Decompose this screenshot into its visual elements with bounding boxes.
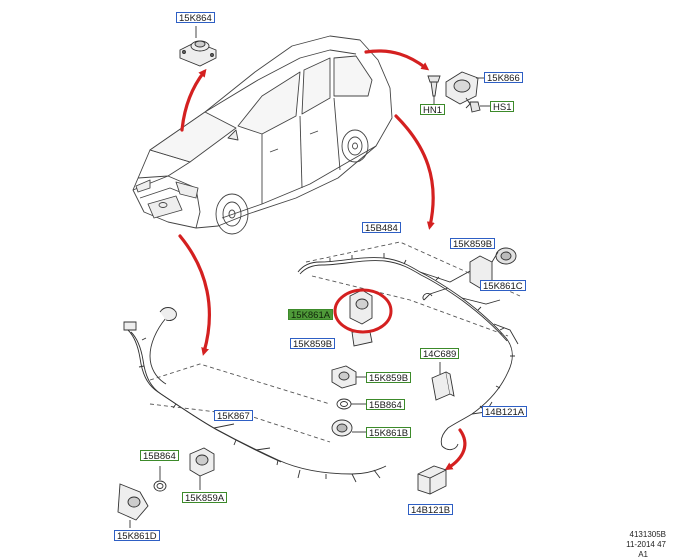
part-14c689-icon [431,362,455,401]
label-15b484[interactable]: 15B484 [362,222,401,234]
label-14c689[interactable]: 14C689 [420,348,460,360]
part-15b864-center-icon [336,398,366,410]
part-15k861b-icon [331,419,366,437]
label-15k859a[interactable]: 15K859A [182,492,228,504]
arrow-to-rear-bumper [394,114,435,230]
label-14b121b[interactable]: 14B121B [408,504,454,516]
part-15k864-icon [179,26,217,67]
label-15k861c[interactable]: 15K861C [480,280,526,292]
part-hn1-screw-icon [427,75,441,104]
part-15b864-left-icon [153,466,167,492]
label-15k859b-left[interactable]: 15K859B [290,338,336,350]
label-14b121a[interactable]: 14B121A [482,406,528,418]
label-hs1[interactable]: HS1 [490,101,515,113]
part-hs1-bolt-icon [469,101,490,113]
label-15k861b[interactable]: 15K861B [366,427,412,439]
label-15k861d[interactable]: 15K861D [114,530,160,542]
part-15k861a-icon [349,289,373,347]
highlight-circle [333,288,393,334]
part-15k859b-center-icon [331,365,366,389]
label-15k864[interactable]: 15K864 [176,12,215,24]
label-15k861a[interactable]: 15K861A [288,309,334,321]
red-arrows [178,49,467,471]
footer-date: 11-2014 47 [626,540,666,549]
label-15b864-left[interactable]: 15B864 [140,450,179,462]
arrow-to-14b121b [444,428,467,471]
label-15k867[interactable]: 15K867 [214,410,253,422]
arrow-to-15k864 [180,68,207,132]
footer-rev: A1 [638,550,648,559]
label-hn1[interactable]: HN1 [420,104,446,116]
footer-code: 4131305B [629,530,666,539]
car-illustration [132,35,393,235]
part-15k859a-icon [189,447,215,490]
label-15k859b-center[interactable]: 15K859B [366,372,412,384]
part-14b121b-icon [417,465,447,495]
part-15k866-icon [445,71,484,109]
label-15k859b-right[interactable]: 15K859B [450,238,496,250]
label-15k866[interactable]: 15K866 [484,72,523,84]
part-15k861d-icon [117,483,149,528]
arrow-to-15k866 [364,49,430,71]
arrow-to-front-bumper [178,234,211,356]
label-15b864-center[interactable]: 15B864 [366,399,405,411]
